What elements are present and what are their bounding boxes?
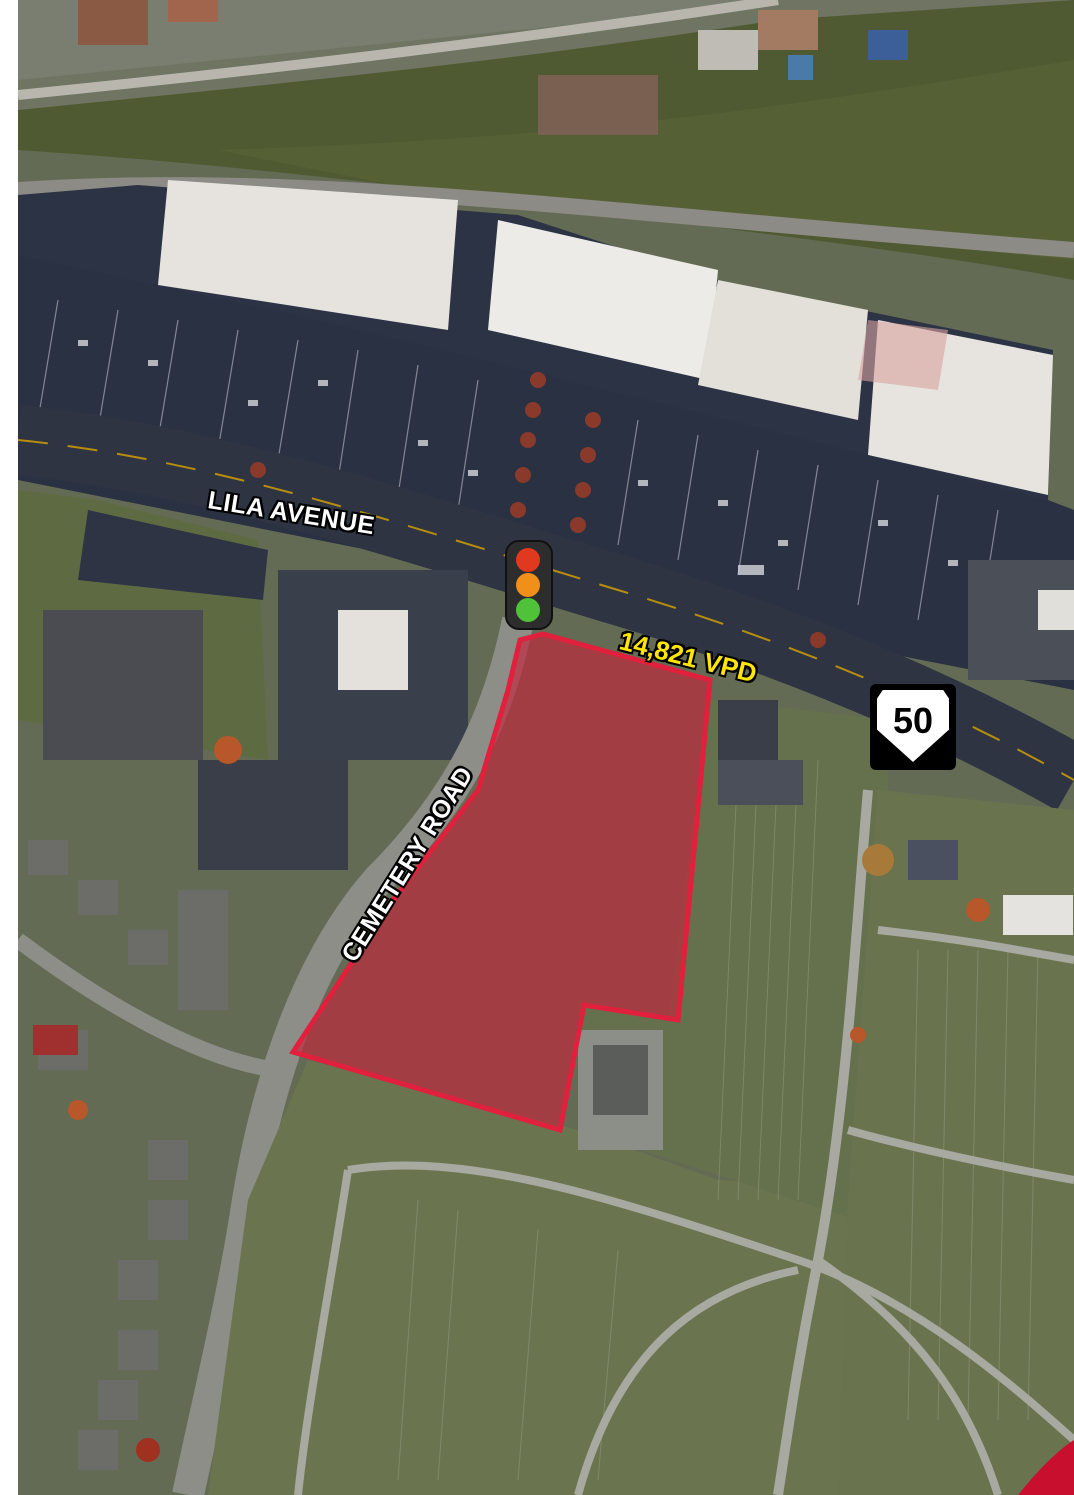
green-lamp-icon bbox=[516, 598, 540, 622]
traffic-light-icon bbox=[505, 540, 553, 630]
amber-lamp-icon bbox=[516, 573, 540, 597]
aerial-imagery bbox=[18, 0, 1074, 1495]
red-lamp-icon bbox=[516, 548, 540, 572]
corner-accent bbox=[1018, 1440, 1074, 1495]
us-route-shield-icon: 50 bbox=[870, 684, 956, 770]
aerial-map: LILA AVENUE CEMETERY ROAD 14,821 VPD 50 bbox=[18, 0, 1074, 1495]
site-parcel bbox=[289, 631, 713, 1134]
route-number: 50 bbox=[892, 700, 934, 741]
